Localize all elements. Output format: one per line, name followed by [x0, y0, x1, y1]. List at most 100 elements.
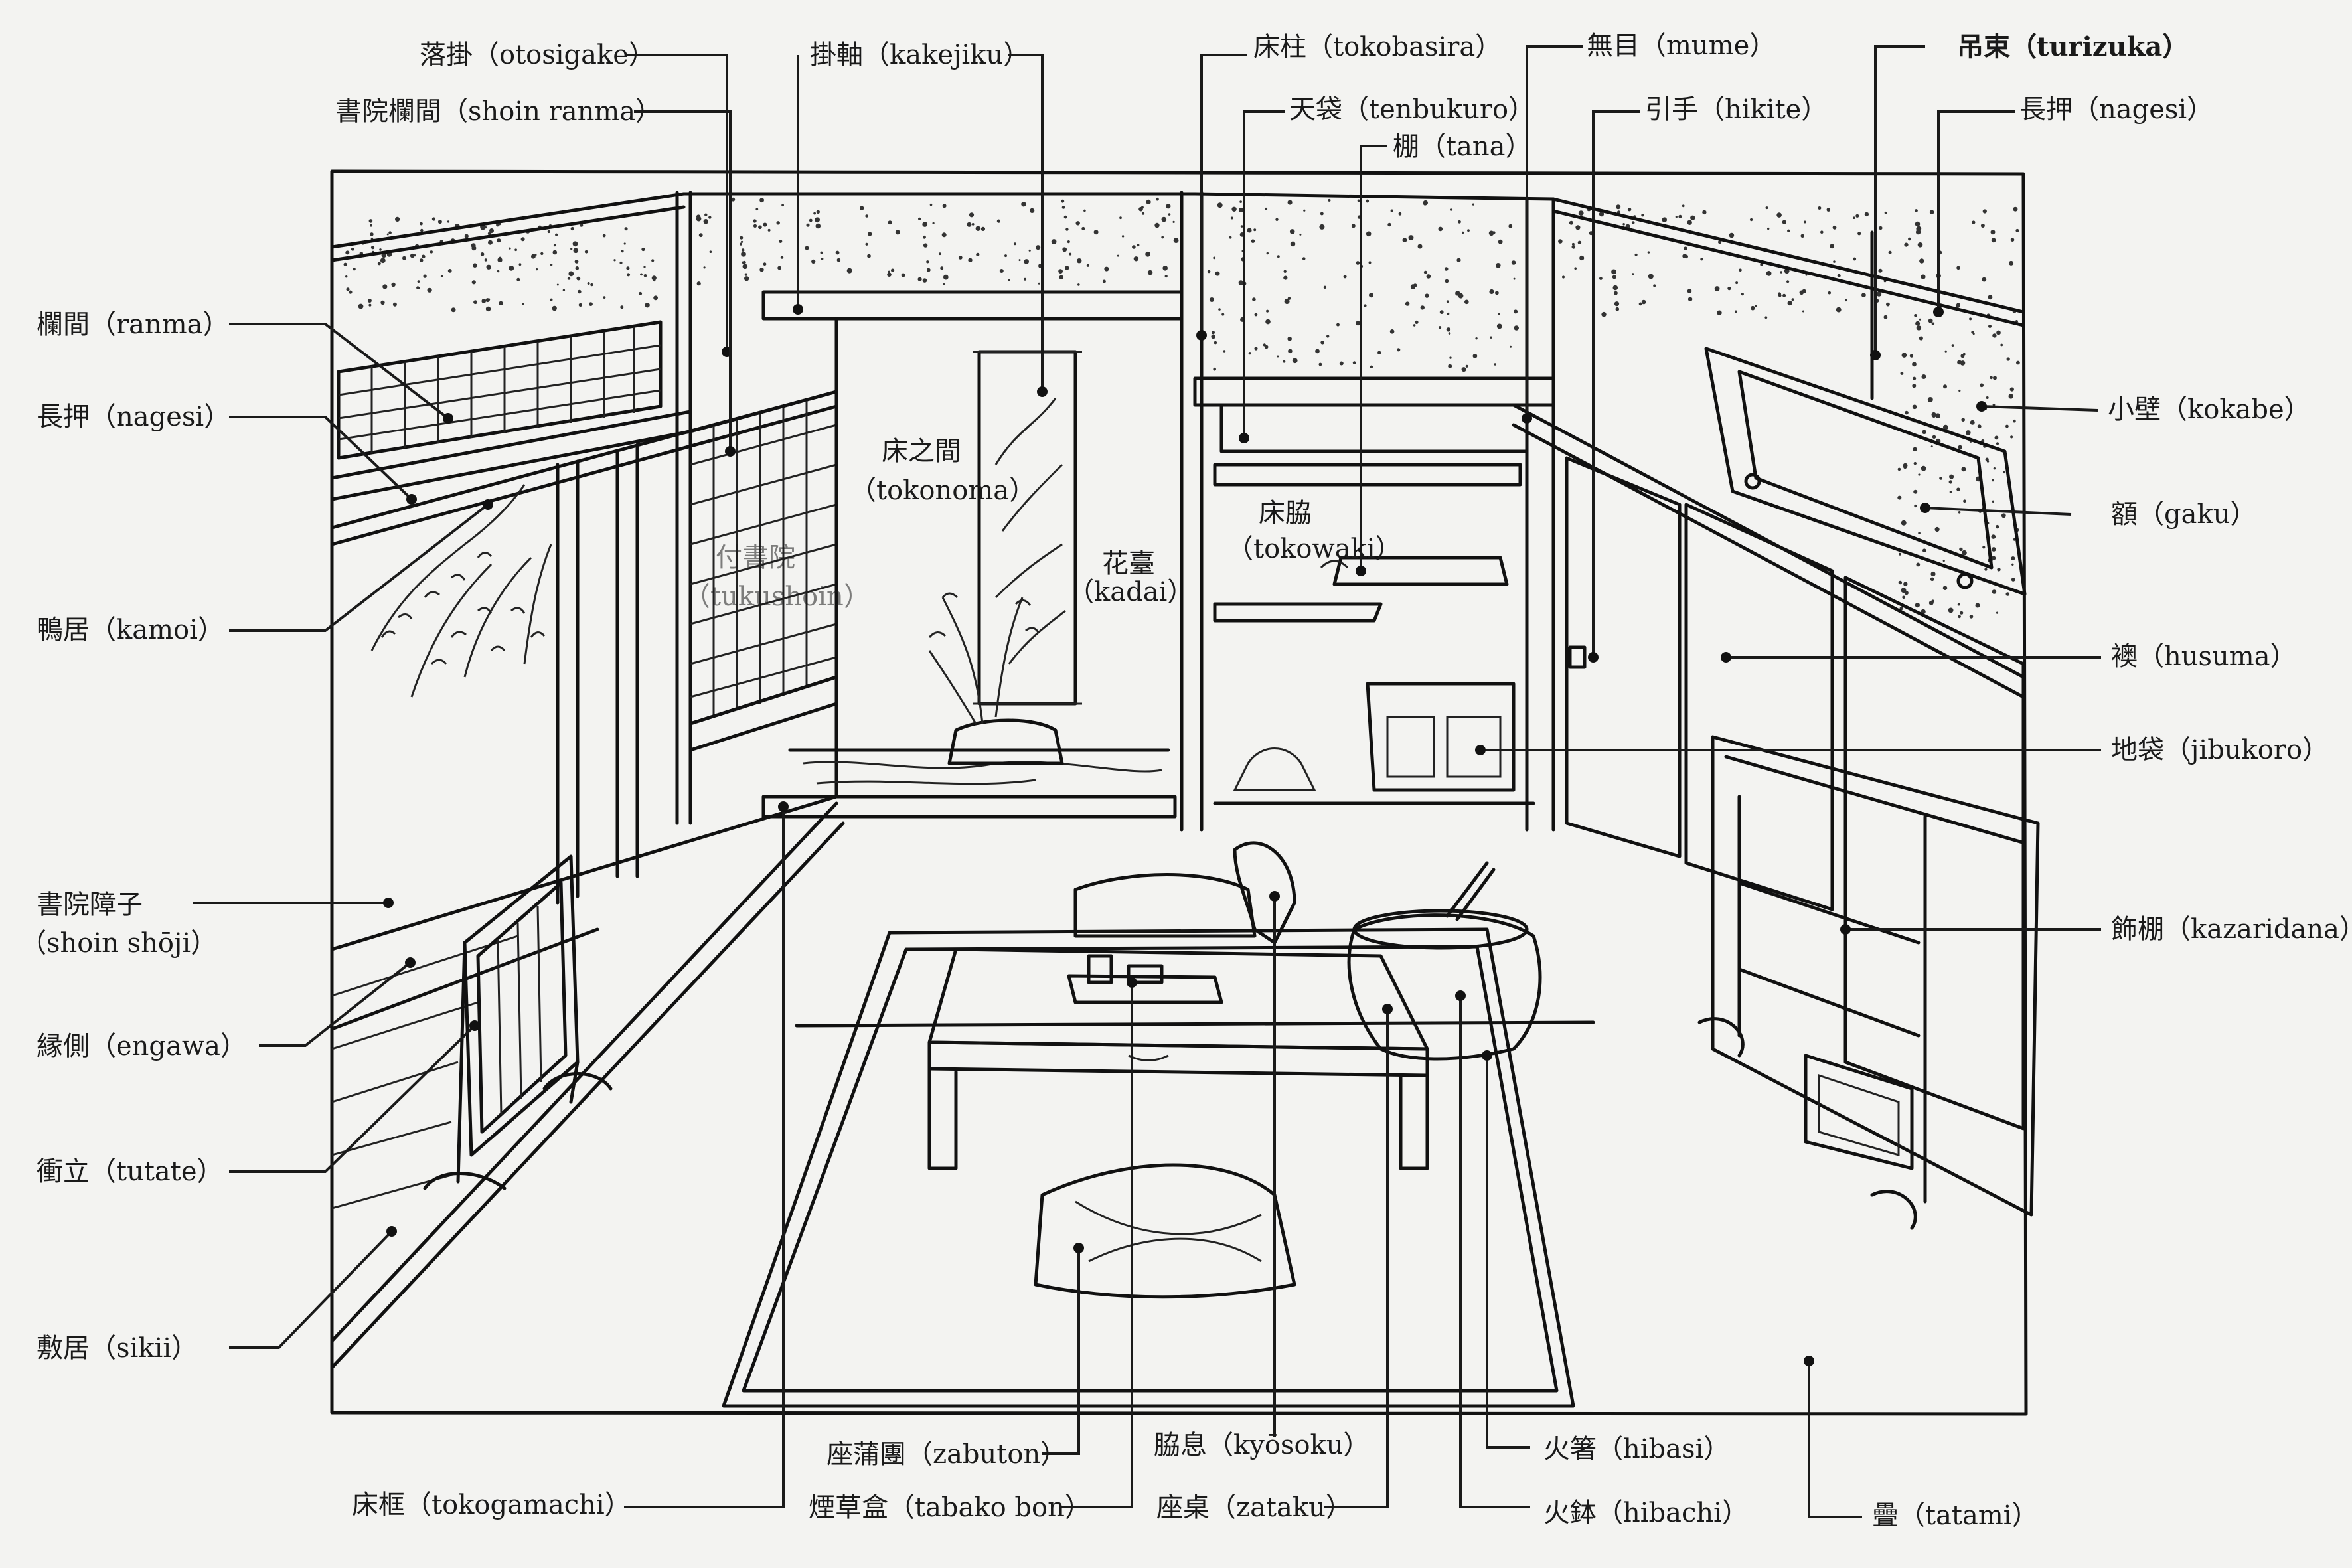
plaster-speck [627, 273, 631, 277]
plaster-speck [351, 247, 354, 251]
plaster-speck [1853, 216, 1855, 220]
plaster-speck [918, 217, 921, 220]
plaster-speck [2010, 238, 2015, 242]
plaster-speck [547, 230, 550, 234]
plaster-speck [2009, 260, 2014, 266]
plaster-speck [1231, 206, 1237, 212]
plaster-speck [487, 232, 492, 236]
plaster-speck [1561, 275, 1565, 279]
plaster-speck [1830, 244, 1835, 249]
plaster-speck [1319, 224, 1325, 230]
plaster-speck [536, 268, 538, 271]
plaster-speck [1494, 363, 1496, 366]
plaster-speck [1252, 297, 1256, 301]
plaster-speck [1662, 217, 1668, 223]
plaster-speck [640, 273, 643, 276]
plaster-speck [1687, 220, 1692, 225]
plaster-speck [1648, 274, 1654, 279]
plaster-speck [1786, 280, 1790, 283]
plaster-speck [1168, 213, 1171, 216]
plaster-speck [1323, 285, 1327, 289]
plaster-speck [1065, 266, 1069, 270]
plaster-speck [1251, 239, 1255, 244]
plaster-speck [1083, 209, 1086, 212]
hibachi-brazier [1347, 861, 1542, 1061]
plaster-speck [1828, 291, 1832, 295]
plaster-speck [1958, 615, 1961, 619]
plaster-speck [1215, 271, 1220, 276]
plaster-speck [1489, 289, 1494, 295]
plaster-speck [451, 307, 456, 313]
plaster-speck [2008, 394, 2013, 399]
plaster-speck [1735, 310, 1737, 313]
plaster-speck [1929, 210, 1934, 215]
plaster-speck [2015, 228, 2019, 232]
plaster-speck [1067, 240, 1070, 244]
plaster-speck [514, 248, 517, 252]
plaster-speck [1490, 336, 1492, 339]
plaster-speck [1735, 281, 1739, 285]
plaster-speck [1992, 333, 1997, 338]
plaster-speck [1492, 231, 1496, 234]
label-hibachi: 火鉢（hibachi） [1543, 1498, 1749, 1528]
plaster-speck [1855, 214, 1859, 218]
plaster-speck [709, 250, 712, 254]
plaster-speck [999, 269, 1004, 273]
plaster-speck [1845, 299, 1847, 302]
plaster-speck [1615, 307, 1620, 311]
plaster-speck [1922, 548, 1926, 552]
plaster-speck [1218, 308, 1221, 311]
tokowaki-shelves [1193, 376, 1555, 805]
plaster-speck [975, 226, 981, 231]
plaster-speck [1444, 267, 1449, 271]
plaster-speck [1992, 500, 1994, 503]
plaster-speck [1678, 214, 1682, 218]
plaster-speck [613, 259, 616, 262]
plaster-speck [626, 266, 630, 270]
label-tokonoma-1: 床之間 [882, 436, 961, 467]
plaster-speck [1248, 352, 1251, 355]
plaster-speck [587, 282, 590, 285]
label-tutate: 衝立（tutate） [37, 1156, 224, 1187]
plaster-speck [1901, 353, 1907, 358]
plaster-speck [2009, 387, 2014, 392]
plaster-speck [1302, 257, 1306, 260]
plaster-speck [932, 222, 935, 224]
plaster-speck [2010, 435, 2013, 439]
plaster-speck [1275, 218, 1279, 221]
plaster-speck [1030, 208, 1035, 213]
plaster-speck [1948, 480, 1952, 484]
plaster-speck [813, 212, 816, 215]
plaster-speck [1008, 279, 1010, 281]
label-kyosoku: 脇息（kyōsoku） [1154, 1430, 1370, 1460]
plaster-speck [1886, 302, 1890, 307]
plaster-speck [423, 274, 427, 278]
plaster-speck [1982, 546, 1986, 549]
plaster-speck [1496, 323, 1502, 329]
plaster-speck [776, 221, 780, 225]
plaster-speck [815, 223, 821, 229]
plaster-speck [1166, 204, 1171, 209]
plaster-speck [980, 226, 985, 231]
plaster-speck [480, 252, 485, 256]
plaster-speck [1990, 230, 1996, 235]
plaster-speck [1387, 222, 1391, 227]
plaster-speck [941, 232, 947, 238]
plaster-speck [1837, 274, 1841, 277]
plaster-speck [534, 254, 537, 256]
plaster-speck [653, 279, 656, 282]
plaster-speck [1343, 275, 1347, 279]
label-tokowaki-2: （tokowaki） [1227, 534, 1402, 564]
plaster-speck [370, 224, 372, 227]
label-nagesi-right: 長押（nagesi） [2019, 94, 2213, 125]
plaster-speck [703, 266, 706, 269]
plaster-speck [1729, 232, 1735, 238]
plaster-speck [353, 268, 356, 271]
label-kamoi: 鴨居（kamoi） [37, 615, 224, 645]
plaster-speck [1132, 245, 1136, 249]
plaster-speck [923, 235, 926, 239]
plaster-speck [388, 231, 392, 234]
plaster-speck [392, 302, 397, 307]
plaster-speck [971, 223, 975, 226]
plaster-speck [1912, 404, 1917, 410]
